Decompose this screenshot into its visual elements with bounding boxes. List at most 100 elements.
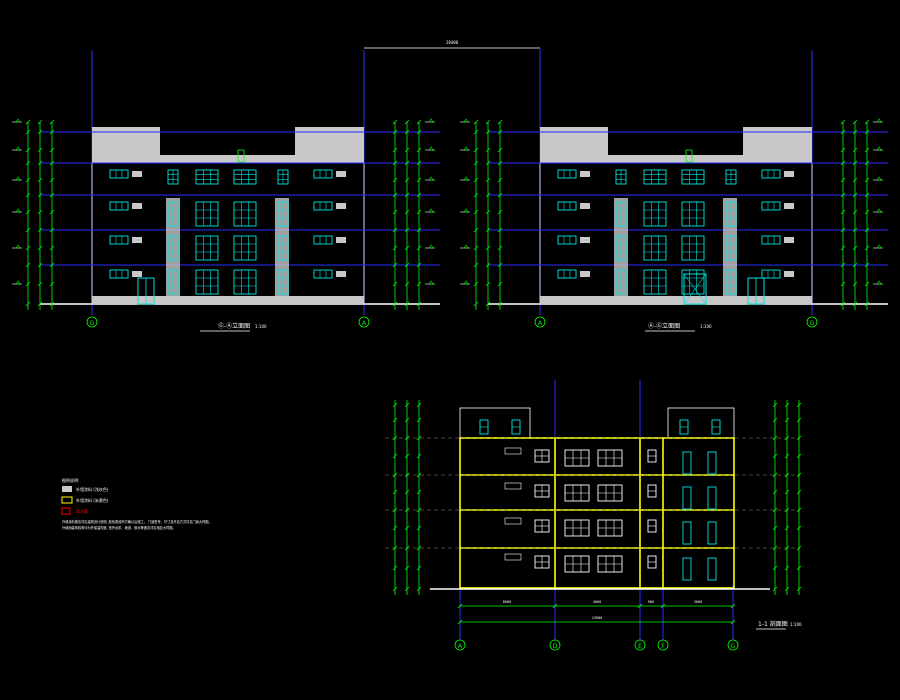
dimension-tick (852, 160, 858, 166)
window (233, 235, 257, 261)
window (109, 201, 129, 211)
dimension-tick (37, 177, 43, 183)
dimension-tick (404, 417, 410, 423)
dimension-tick (49, 245, 55, 251)
dimension-tick (796, 507, 802, 513)
axis-bubble-g (86, 316, 98, 328)
level-triangle (463, 176, 469, 181)
dimension-tick (852, 129, 858, 135)
dimension-tick (784, 507, 790, 513)
section-window-small (504, 482, 522, 490)
dimension-tick (49, 192, 55, 198)
axis-bubble-a (358, 316, 370, 328)
dimension-tick (49, 209, 55, 215)
dimension-tick (416, 435, 422, 441)
dimension-chains (460, 118, 883, 310)
dimension-tick (473, 262, 479, 268)
legend-swatch-red (61, 507, 71, 515)
dimension-tick (852, 227, 858, 233)
level-triangle (463, 280, 469, 285)
wall-panel (132, 203, 142, 209)
axis-bubble (634, 639, 646, 651)
dimension-tick (49, 262, 55, 268)
dimension-tick (416, 262, 422, 268)
dimension-tick (784, 435, 790, 441)
dimension-tick (404, 402, 410, 408)
level-triangle (15, 280, 21, 285)
dimension-tick (416, 227, 422, 233)
level-triangle (15, 118, 21, 123)
dimension-tick (772, 489, 778, 495)
dimension-chains (12, 118, 435, 310)
dimension-tick (852, 119, 858, 125)
dimension-tick (784, 565, 790, 571)
dimension-tick (497, 209, 503, 215)
dimension-tick (404, 507, 410, 513)
window (557, 201, 577, 211)
window (109, 169, 129, 179)
level-triangle (428, 118, 434, 123)
level-marker (237, 149, 245, 163)
dimension-tick (416, 281, 422, 287)
dimension-tick (392, 417, 398, 423)
axis-label: E (638, 643, 642, 650)
level-triangle (463, 208, 469, 213)
section-door (682, 451, 692, 475)
dimension-tick (840, 129, 846, 135)
dimension-tick (404, 453, 410, 459)
dimension-tick (772, 435, 778, 441)
legend-note: 外墙涂料做法详见建筑设计说明, 颜色需经甲方确认后施工。 门窗型号、尺寸及开启方… (62, 519, 212, 524)
dimension-tick (840, 245, 846, 251)
dimension-tick (404, 489, 410, 495)
dimension-tick (840, 227, 846, 233)
parapet-left (92, 127, 160, 155)
dimension-tick (796, 453, 802, 459)
level-triangle (428, 244, 434, 249)
dimension-tick (404, 177, 410, 183)
wall-panel (784, 203, 794, 209)
elevation-scale: 1:100 (700, 324, 712, 329)
dimension-tick (25, 147, 31, 153)
wall-panel (132, 237, 142, 243)
axis-label-g: G (90, 320, 95, 327)
window (557, 269, 577, 279)
dimension-tick (404, 262, 410, 268)
dimension-tick (473, 129, 479, 135)
dimension-tick (485, 245, 491, 251)
level-triangle (876, 118, 882, 123)
dimension-tick (37, 227, 43, 233)
dimension-tick (497, 227, 503, 233)
dimension-tick (37, 301, 43, 307)
dimension-tick (392, 227, 398, 233)
window (643, 201, 667, 227)
dimension-tick (485, 119, 491, 125)
window (681, 235, 705, 261)
dimension-tick (49, 147, 55, 153)
window (109, 235, 129, 245)
dimension-tick (864, 129, 870, 135)
level-marker (685, 149, 693, 163)
dimension-tick (852, 192, 858, 198)
dimension-tick (784, 545, 790, 551)
dimension-tick (392, 507, 398, 513)
dimension-tick (485, 160, 491, 166)
dimension-tick (784, 402, 790, 408)
dimension-tick (416, 545, 422, 551)
dimension-tick (25, 192, 31, 198)
wall-panel (336, 171, 346, 177)
level-triangle (428, 208, 434, 213)
section-scale: 1:100 (790, 622, 802, 627)
dimension-tick (25, 129, 31, 135)
dimension-tick (473, 192, 479, 198)
axis-label: F (661, 643, 665, 650)
dimension-tick (392, 586, 398, 592)
wall-panel (336, 237, 346, 243)
dimension-tick (404, 147, 410, 153)
dimension-tick (404, 119, 410, 125)
dimension-tick (497, 245, 503, 251)
dimension-tick (49, 281, 55, 287)
legend-item-label: 外墙涂料 (浅灰色) (76, 486, 109, 492)
dimension-tick (852, 301, 858, 307)
dimension-tick (392, 147, 398, 153)
